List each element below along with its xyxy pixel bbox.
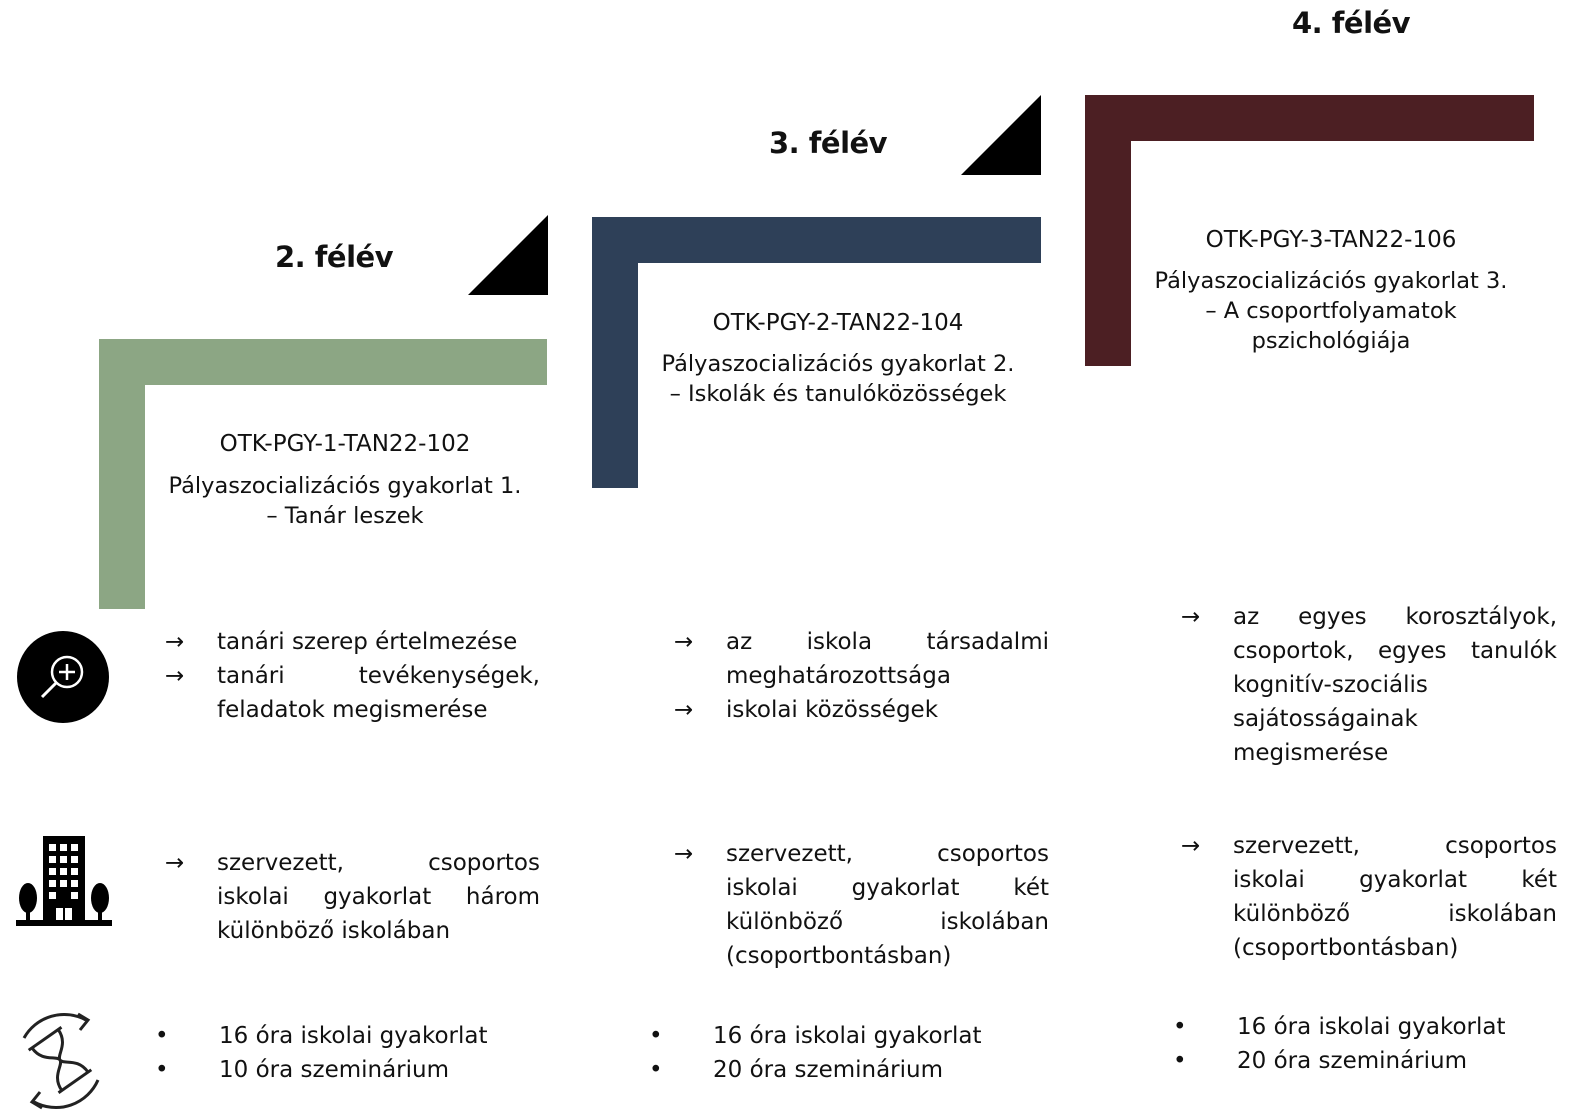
semester-3-label: 3. félév — [769, 126, 888, 160]
magnifier-plus-icon — [17, 631, 109, 723]
hours-text: 16 óra iskolai gyakorlat — [219, 1023, 488, 1049]
semester-3-course-code: OTK-PGY-2-TAN22-104 — [712, 310, 964, 336]
bullet-icon: • — [155, 1057, 169, 1083]
goal-text: az egyes korosztályok, csoportok, egyes … — [1233, 604, 1557, 766]
arrow-icon: → — [1181, 604, 1201, 630]
semester-4-title-line-2: – A csoportfolyamatok — [1205, 298, 1457, 324]
semester-4-course-title: Pályaszocializációs gyakorlat 3. – A cso… — [1131, 266, 1531, 356]
hours-text: 20 óra szeminárium — [713, 1057, 944, 1083]
semester-4-goals-list: → az egyes korosztályok, csoportok, egyes… — [1181, 600, 1557, 770]
semester-2-title-line-2: – Tanár leszek — [266, 503, 424, 529]
semester-3-course-title: Pályaszocializációs gyakorlat 2. – Iskol… — [638, 349, 1038, 409]
semester-3-title-line-1: Pályaszocializációs gyakorlat 2. — [661, 351, 1015, 377]
list-item: • 16 óra iskolai gyakorlat — [155, 1019, 535, 1053]
semester-4-title-line-3: pszichológiája — [1251, 328, 1411, 354]
list-item: → szervezett, csoportos iskolai gyakorlat… — [1181, 829, 1557, 965]
list-item: • 16 óra iskolai gyakorlat — [1173, 1010, 1553, 1044]
goal-text: az iskola társadalmi meghatározottsága — [726, 629, 1049, 689]
arrow-icon: → — [165, 663, 185, 689]
list-item: → iskolai közösségek — [674, 693, 1049, 727]
semester-3-goals-list: →az iskola társadalmi meghatározottsága … — [674, 625, 1049, 727]
semester-2-label: 2. félév — [275, 240, 394, 274]
list-item: • 20 óra szeminárium — [1173, 1044, 1553, 1078]
arrow-icon: → — [674, 629, 694, 655]
semester-2-practice-list: → szervezett, csoportos iskolai gyakorlat… — [165, 846, 540, 948]
semester-4-bar-vertical — [1085, 95, 1131, 366]
practice-text: szervezett, csoportos iskolai gyakorlat … — [726, 841, 1049, 969]
list-item: → tanári szerep értelmezése — [165, 625, 540, 659]
semester-2-bar-vertical — [99, 339, 145, 609]
semester-4-hours-list: • 16 óra iskolai gyakorlat • 20 óra szemin… — [1173, 1010, 1553, 1078]
semester-3-practice-list: → szervezett, csoportos iskolai gyakorlat… — [674, 837, 1049, 973]
semester-2-hours-list: • 16 óra iskolai gyakorlat • 10 óra szemin… — [155, 1019, 535, 1087]
hours-text: 20 óra szeminárium — [1237, 1048, 1468, 1074]
hours-text: 16 óra iskolai gyakorlat — [1237, 1014, 1506, 1040]
list-item: → szervezett, csoportos iskolai gyakorlat… — [165, 846, 540, 948]
semester-4-practice-list: → szervezett, csoportos iskolai gyakorlat… — [1181, 829, 1557, 965]
hours-text: 10 óra szeminárium — [219, 1057, 450, 1083]
arrow-icon: → — [674, 841, 694, 867]
goal-text: tanári tevékenységek, feladatok megismer… — [217, 663, 540, 723]
goal-text: iskolai közösségek — [726, 697, 939, 723]
hourglass-cycle-icon — [22, 1012, 100, 1110]
semester-4-title-line-1: Pályaszocializációs gyakorlat 3. — [1154, 268, 1508, 294]
list-item: → az iskola társadalmi meghatározottsága — [674, 625, 1049, 693]
bullet-icon: • — [649, 1023, 663, 1049]
list-item: → szervezett, csoportos iskolai gyakorlat… — [674, 837, 1049, 973]
arrow-icon: → — [674, 697, 694, 723]
arrow-icon: → — [165, 629, 185, 655]
arrow-icon: → — [1181, 833, 1201, 859]
bullet-icon: • — [1173, 1048, 1187, 1074]
arrow-icon: → — [165, 850, 185, 876]
bullet-icon: • — [155, 1023, 169, 1049]
list-item: → az egyes korosztályok, csoportok, egyes… — [1181, 600, 1557, 770]
hours-text: 16 óra iskolai gyakorlat — [713, 1023, 982, 1049]
semester-2-course-code: OTK-PGY-1-TAN22-102 — [219, 431, 471, 457]
semester-4-label: 4. félév — [1292, 6, 1411, 40]
practice-text: szervezett, csoportos iskolai gyakorlat … — [217, 850, 540, 944]
semester-3-bar-horizontal — [592, 217, 1041, 263]
semester-2-goals-list: → tanári szerep értelmezése → tanári tevék… — [165, 625, 540, 727]
school-building-icon — [16, 836, 112, 926]
semester-2-course-title: Pályaszocializációs gyakorlat 1. – Tanár… — [145, 471, 545, 531]
list-item: • 16 óra iskolai gyakorlat — [649, 1019, 1029, 1053]
semester-2-step-triangle — [468, 215, 548, 295]
semester-3-title-line-2: – Iskolák és tanulóközösségek — [669, 381, 1007, 407]
list-item: • 10 óra szeminárium — [155, 1053, 535, 1087]
semester-4-course-code: OTK-PGY-3-TAN22-106 — [1205, 227, 1457, 253]
semester-2-bar-horizontal — [99, 339, 547, 385]
list-item: → tanári tevékenységek, feladatok megisme… — [165, 659, 540, 727]
bullet-icon: • — [1173, 1014, 1187, 1040]
semester-3-step-triangle — [961, 95, 1041, 175]
practice-text: szervezett, csoportos iskolai gyakorlat … — [1233, 833, 1557, 961]
semester-3-bar-vertical — [592, 217, 638, 488]
bullet-icon: • — [649, 1057, 663, 1083]
list-item: • 20 óra szeminárium — [649, 1053, 1029, 1087]
semester-4-bar-horizontal — [1085, 95, 1534, 141]
goal-text: tanári szerep értelmezése — [217, 629, 518, 655]
semester-2-title-line-1: Pályaszocializációs gyakorlat 1. — [168, 473, 522, 499]
semester-3-hours-list: • 16 óra iskolai gyakorlat • 20 óra szemin… — [649, 1019, 1029, 1087]
